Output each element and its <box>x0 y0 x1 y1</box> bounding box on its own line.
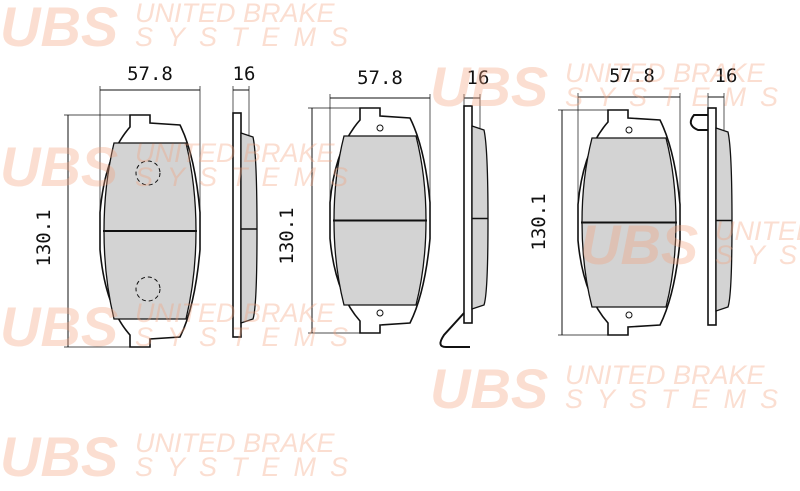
pad2-width-label: 57.8 <box>357 67 403 89</box>
watermark-line1: UNITED BRAKE <box>135 298 336 328</box>
shim-hole <box>135 160 161 186</box>
watermark-line2: SYSTEMS <box>715 240 800 270</box>
pad1-thickness-label: 16 <box>233 63 256 85</box>
wear-sensor-clip <box>689 114 708 131</box>
watermark-line1: UNITED BRAKE <box>565 58 766 88</box>
watermark-line2: SYSTEMS <box>135 162 362 192</box>
watermark-logo: UBS <box>430 357 548 420</box>
rivet <box>376 309 384 317</box>
watermark-logo: UBS <box>0 135 118 198</box>
pad2-thickness-label: 16 <box>467 67 490 89</box>
watermark-logo: UBS <box>0 0 118 58</box>
pad-2 <box>308 94 489 348</box>
watermark-line2: SYSTEMS <box>565 384 792 414</box>
side-backplate <box>463 105 473 324</box>
pad-1 <box>64 86 258 348</box>
shim-hole <box>135 276 161 302</box>
side-friction <box>715 127 733 312</box>
rivet <box>376 124 384 132</box>
side-friction <box>471 125 489 310</box>
pad3-width-label: 57.8 <box>609 65 655 87</box>
rivet <box>625 311 633 319</box>
watermark-line1: UNITED BRAKE <box>565 360 766 390</box>
watermark-logo: UBS <box>580 213 698 276</box>
watermark-line2: SYSTEMS <box>135 452 362 482</box>
pad1-height-label: 130.1 <box>33 209 55 266</box>
watermark-logo: UBS <box>0 295 118 358</box>
pad2-height-label: 130.1 <box>276 207 298 264</box>
watermark-line1: UNITED BRAKE <box>715 216 800 246</box>
wear-sensor-clip <box>439 312 470 348</box>
pad-3 <box>558 93 733 336</box>
watermark-logo: UBS <box>0 425 118 488</box>
rivet <box>625 126 633 134</box>
side-friction <box>240 132 258 324</box>
pad1-width-label: 57.8 <box>127 63 173 85</box>
pad3-thickness-label: 16 <box>715 65 738 87</box>
watermark-line2: SYSTEMS <box>565 82 792 112</box>
watermark-line2: SYSTEMS <box>135 322 362 352</box>
pad3-height-label: 130.1 <box>528 193 550 250</box>
watermark-line1: UNITED BRAKE <box>135 428 336 458</box>
watermark-logo: UBS <box>430 55 548 118</box>
watermark-line1: UNITED BRAKE <box>135 138 336 168</box>
watermark-line2: SYSTEMS <box>135 22 362 52</box>
watermark-line1: UNITED BRAKE <box>135 0 336 28</box>
